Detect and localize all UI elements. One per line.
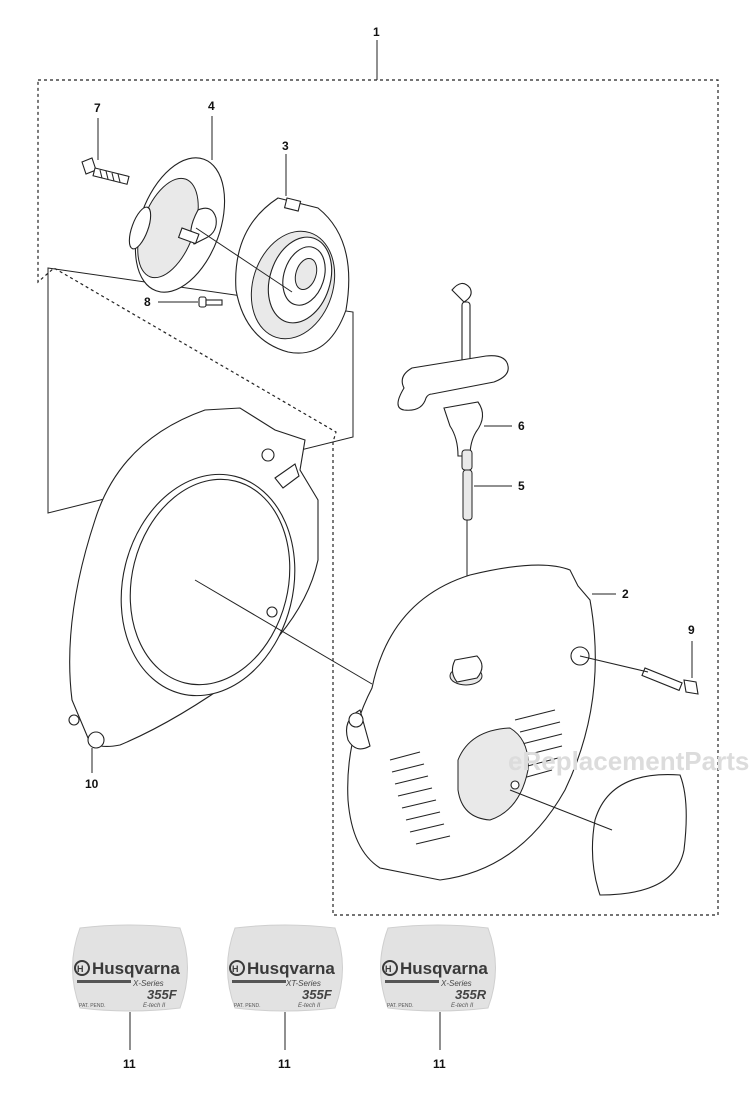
label-right-text: E-tech II <box>451 1003 474 1009</box>
part-8-screw <box>198 296 223 308</box>
callout-5[interactable]: 5 <box>518 479 525 493</box>
callout-1[interactable]: 1 <box>373 25 380 39</box>
part-6-starter-handle <box>397 282 509 471</box>
callout-10[interactable]: 10 <box>85 777 99 791</box>
decal-label-2: H Husqvarna XT-Series 355F PAT. PEND. E-… <box>227 924 343 1012</box>
label-model: 355R <box>455 987 487 1002</box>
callout-4[interactable]: 4 <box>208 99 215 113</box>
callout-11b[interactable]: 11 <box>278 1057 291 1071</box>
starter-decal <box>591 773 687 896</box>
callout-6[interactable]: 6 <box>518 419 525 433</box>
axis-line-bolt9 <box>579 655 649 673</box>
label-series: XT-Series <box>285 979 321 988</box>
label-model: 355F <box>147 987 178 1002</box>
part-4-pulley <box>128 157 226 293</box>
callout-11a[interactable]: 11 <box>123 1057 136 1071</box>
vent-grille <box>389 709 563 845</box>
callout-2[interactable]: 2 <box>622 587 629 601</box>
callout-9[interactable]: 9 <box>688 623 695 637</box>
part-10-fan-cover <box>68 407 319 749</box>
axis-line-lower <box>194 579 373 685</box>
axis-line-decal <box>509 789 613 831</box>
label-left-text: PAT. PEND. <box>234 1003 261 1009</box>
decal-label-1: H Husqvarna X-Series 355F PAT. PEND. E-t… <box>72 924 188 1012</box>
husqvarna-logo-icon: H <box>74 960 90 976</box>
label-series: X-Series <box>132 979 164 988</box>
axis-line-upper <box>195 227 293 293</box>
part-9-bolt <box>641 667 699 695</box>
svg-text:H: H <box>232 964 239 974</box>
callout-11c[interactable]: 11 <box>433 1057 446 1071</box>
label-right-text: E-tech II <box>298 1003 321 1009</box>
svg-text:H: H <box>77 964 84 974</box>
decal-label-3: H Husqvarna X-Series 355R PAT. PEND. E-t… <box>380 924 496 1012</box>
label-left-text: PAT. PEND. <box>79 1003 106 1009</box>
watermark: eReplacementParts.com <box>508 746 750 776</box>
label-left-text: PAT. PEND. <box>387 1003 414 1009</box>
part-2-starter-housing <box>345 564 596 881</box>
callout-7[interactable]: 7 <box>94 101 101 115</box>
label-model: 355F <box>302 987 333 1002</box>
label-right-text: E-tech II <box>143 1003 166 1009</box>
label-brand: Husqvarna <box>92 959 180 978</box>
part-3-spring-housing <box>235 197 350 354</box>
husqvarna-logo-icon: H <box>229 960 245 976</box>
label-series: X-Series <box>440 979 472 988</box>
label-brand: Husqvarna <box>247 959 335 978</box>
label-brand: Husqvarna <box>400 959 488 978</box>
callout-3[interactable]: 3 <box>282 139 289 153</box>
callout-8[interactable]: 8 <box>144 295 151 309</box>
svg-text:H: H <box>385 964 392 974</box>
part-7-bolt <box>81 157 130 185</box>
husqvarna-logo-icon: H <box>382 960 398 976</box>
